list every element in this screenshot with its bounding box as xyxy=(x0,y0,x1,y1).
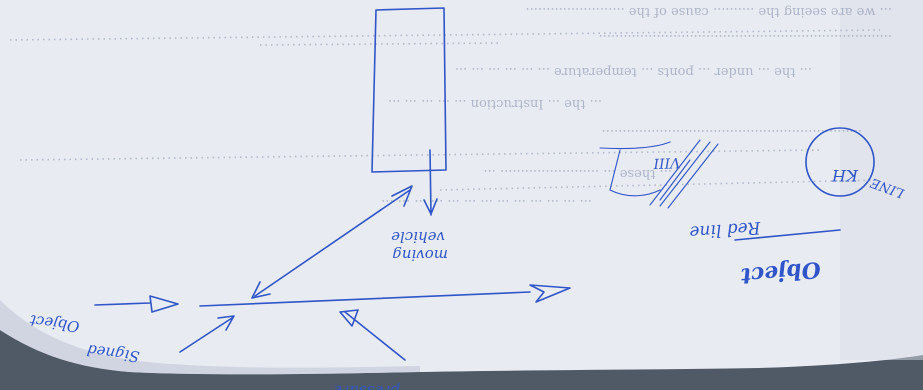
left-arrow xyxy=(94,295,179,313)
vehicle-arrow xyxy=(423,149,438,216)
moving-label: moving xyxy=(392,246,448,264)
diagonal-line xyxy=(254,189,411,297)
paper-curl-shadow xyxy=(0,300,420,375)
pen-sketch xyxy=(94,7,875,361)
diagonal-arrowhead-bottom xyxy=(251,281,271,299)
vehicle-label: vehicle xyxy=(391,228,445,246)
printed-line-1: ... we are seeing the .......... cause o… xyxy=(526,4,892,19)
printed-line-7: ... ... ... ... ... ... ... ... ... ... … xyxy=(381,196,592,211)
scribble-mark xyxy=(599,139,719,209)
pressure-label: pressure xyxy=(333,382,400,390)
pressure-arrow xyxy=(339,309,406,361)
printed-text-block: ... we are seeing the .......... cause o… xyxy=(381,4,892,211)
signed-arrow xyxy=(179,315,235,353)
baseline-arrowhead xyxy=(529,284,571,303)
circled-label: KH xyxy=(831,166,859,185)
printed-line-3: ... the ... under ... ponts ... temperat… xyxy=(455,64,812,79)
printed-line-6: ... these ... ........................ .… xyxy=(483,166,672,181)
scribble-label: VIII xyxy=(653,154,681,171)
printed-line-5: ........................................… xyxy=(602,126,862,141)
diagonal-arrowhead-top xyxy=(391,185,413,207)
circled-mark xyxy=(805,127,875,197)
vehicle-rectangle xyxy=(371,7,447,173)
object-underline xyxy=(734,229,841,241)
printed-line-4: ... the ... Instruction ... ... ... ... … xyxy=(388,96,602,111)
baseline-line xyxy=(199,291,531,307)
paper-sheet xyxy=(0,0,923,375)
printed-line-2: ........................................… xyxy=(599,31,892,46)
